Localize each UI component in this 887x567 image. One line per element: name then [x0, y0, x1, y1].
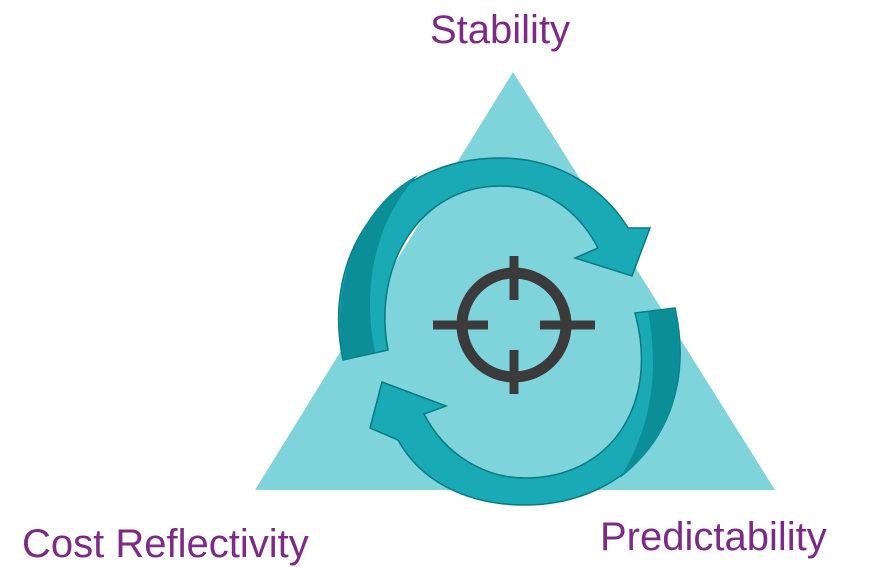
cycle-arrow-bottom-shade: [620, 308, 680, 478]
crosshair-target-icon: [433, 256, 595, 394]
label-cost-reflectivity: Cost Reflectivity: [22, 522, 309, 566]
circular-arrows-icon: [338, 157, 681, 506]
cycle-arrow-top-shade: [339, 175, 418, 360]
label-predictability: Predictability: [600, 515, 827, 559]
label-stability: Stability: [430, 8, 571, 52]
